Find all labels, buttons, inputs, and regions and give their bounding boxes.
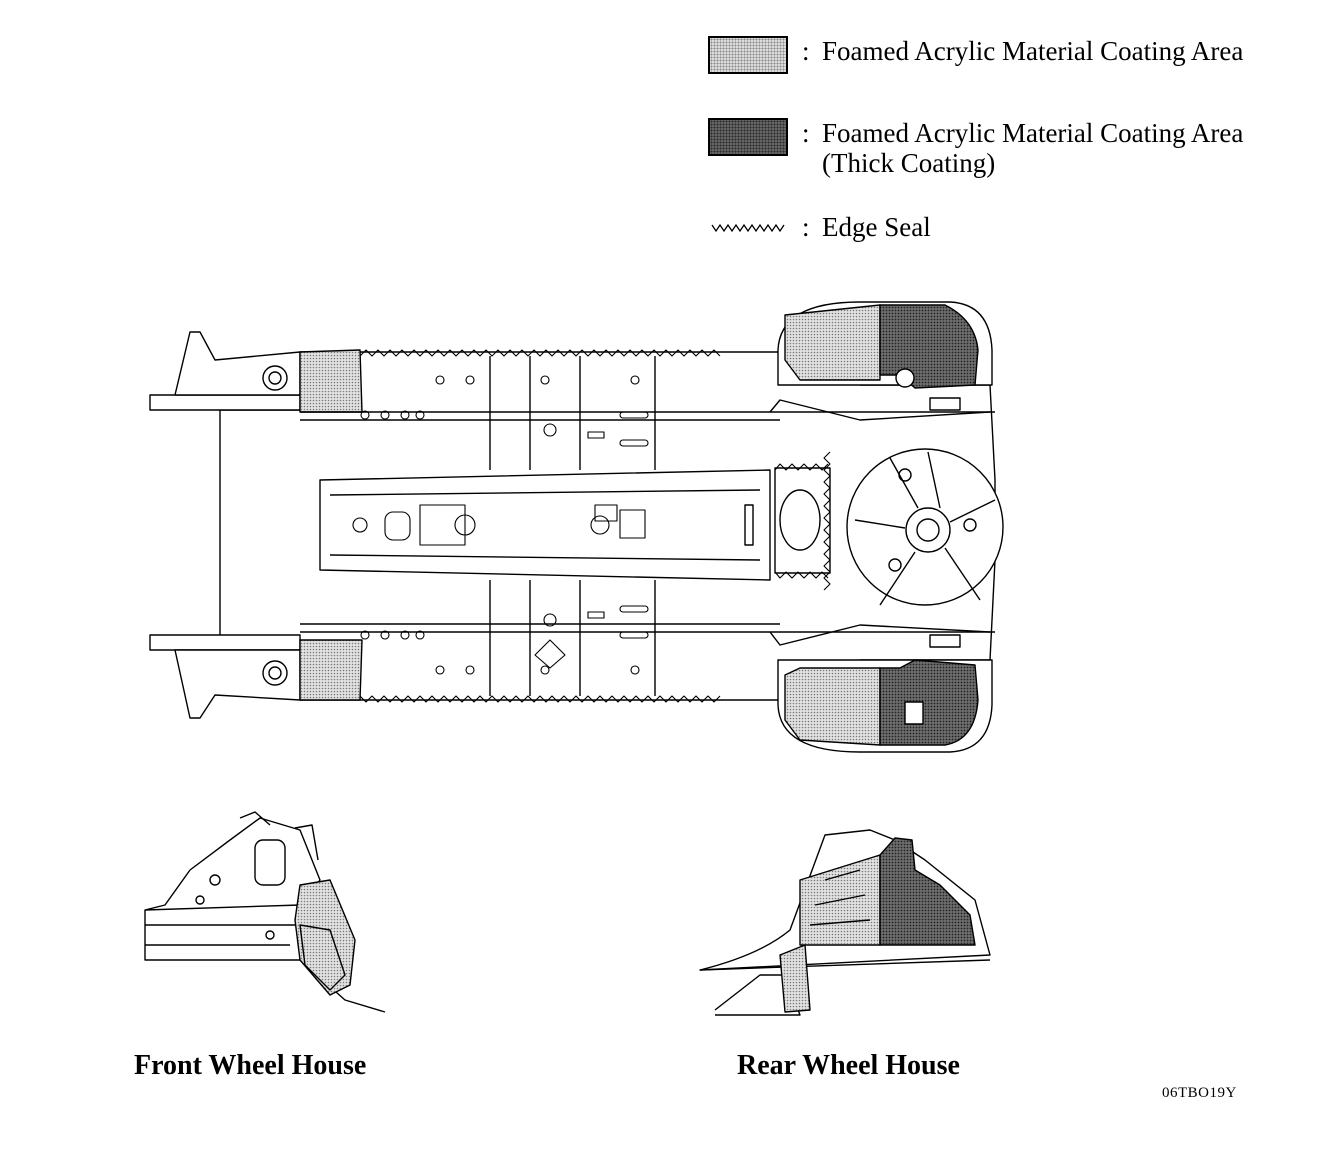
legend-edge-seal: : Edge Seal [708,212,1252,242]
edge-seal-top [359,349,721,357]
foamed-area-swatch [708,36,788,74]
cross-members [489,356,656,696]
front-wheel-house-drawing [144,811,386,1013]
rear-thick-coating-upper [879,304,979,389]
legend-thick: : Foamed Acrylic Material Coating Area (… [708,118,1252,178]
floor-holes [352,375,649,675]
rear-wheel-house-caption: Rear Wheel House [737,1050,960,1081]
legend-colon: : [802,118,810,148]
legend-foamed-label: Foamed Acrylic Material Coating Area [822,36,1244,66]
underbody-view [149,301,1004,753]
rear-wheel-house-thick-coating [879,837,976,946]
thick-coating-swatch [708,118,788,156]
legend-colon: : [802,212,810,242]
rear-foamed-area-lower [784,667,881,746]
front-wheel-house-foamed-area-2 [299,924,346,991]
rear-foamed-area-upper [784,304,881,381]
spare-tire-well [846,448,1004,606]
edge-seal-bottom [359,695,721,703]
legend-edge-seal-label: Edge Seal [822,212,931,242]
legend-foamed: : Foamed Acrylic Material Coating Area [708,36,1252,74]
front-side-member-lower [149,634,301,719]
rear-wheel-house-drawing [699,829,991,1016]
center-tunnel [319,469,771,581]
edge-seal-wave-icon [711,223,785,233]
rear-thick-coating-lower [879,659,979,746]
legend-thick-label: Foamed Acrylic Material Coating Area (Th… [822,118,1244,178]
figure-code: 06TBO19Y [1162,1085,1237,1101]
front-side-member-upper [149,331,301,411]
front-foamed-area-lower [299,639,363,701]
front-foamed-area-upper [299,349,363,413]
legend-colon: : [802,36,810,66]
rear-floor-area [769,399,991,646]
rear-wheel-house-foamed-area-2 [779,944,811,1013]
front-wheel-house-caption: Front Wheel House [134,1050,367,1081]
